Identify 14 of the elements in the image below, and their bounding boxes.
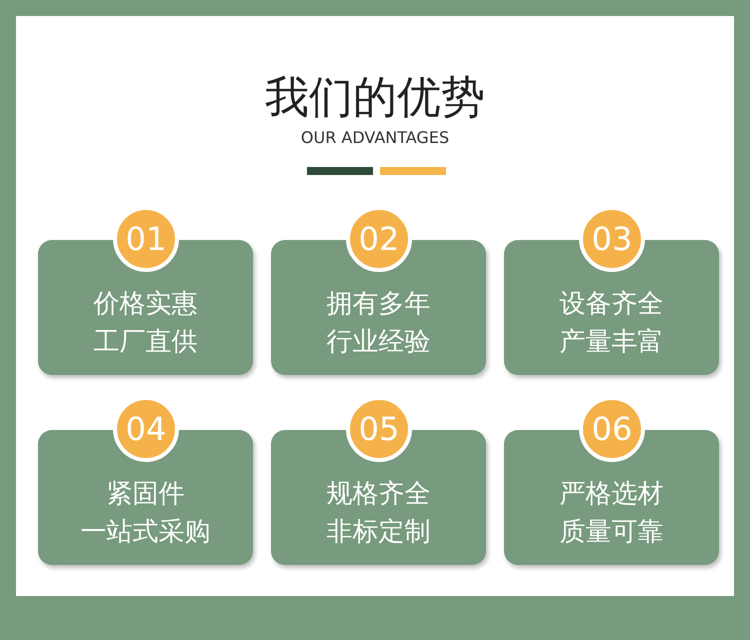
- card-text: 质量可靠: [558, 516, 664, 548]
- title: 我们的优势: [265, 71, 485, 125]
- card-text: 工厂直供: [92, 326, 198, 358]
- card-text: 规格齐全: [326, 478, 432, 510]
- subtitle: OUR ADVANTAGES: [300, 128, 450, 147]
- card-text: 设备齐全: [558, 288, 664, 320]
- card-text: 价格实惠: [92, 288, 198, 320]
- card-text: 拥有多年: [326, 288, 432, 320]
- card-text: 紧固件: [106, 478, 186, 510]
- card-text: 行业经验: [326, 326, 432, 358]
- card-text: 产量丰富: [558, 326, 664, 358]
- card-text: 非标定制: [326, 516, 432, 548]
- card-text: 严格选材: [558, 478, 664, 510]
- card-text: 一站式采购: [80, 516, 212, 548]
